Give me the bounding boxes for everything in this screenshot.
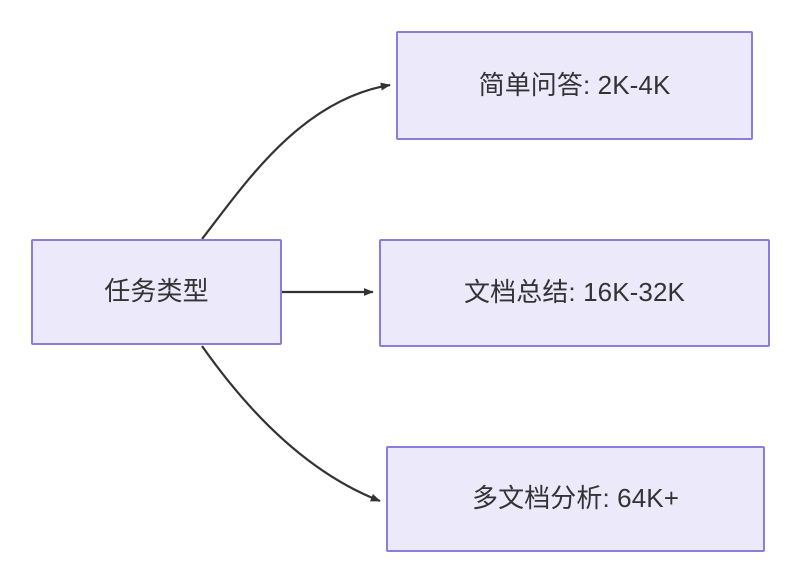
node-simple-qa-label: 简单问答: 2K-4K bbox=[478, 69, 671, 100]
node-multi-document-analysis-label: 多文档分析: 64K+ bbox=[472, 483, 679, 514]
node-task-type-label: 任务类型 bbox=[104, 276, 209, 307]
node-simple-qa[interactable]: 简单问答: 2K-4K bbox=[396, 31, 753, 140]
edge-root-to-simple-qa bbox=[201, 82, 391, 240]
node-task-type[interactable]: 任务类型 bbox=[31, 239, 282, 345]
node-multi-document-analysis[interactable]: 多文档分析: 64K+ bbox=[386, 446, 765, 552]
edge-root-to-multi-doc bbox=[201, 345, 381, 503]
node-document-summary-label: 文档总结: 16K-32K bbox=[464, 277, 685, 308]
node-document-summary[interactable]: 文档总结: 16K-32K bbox=[379, 239, 770, 347]
